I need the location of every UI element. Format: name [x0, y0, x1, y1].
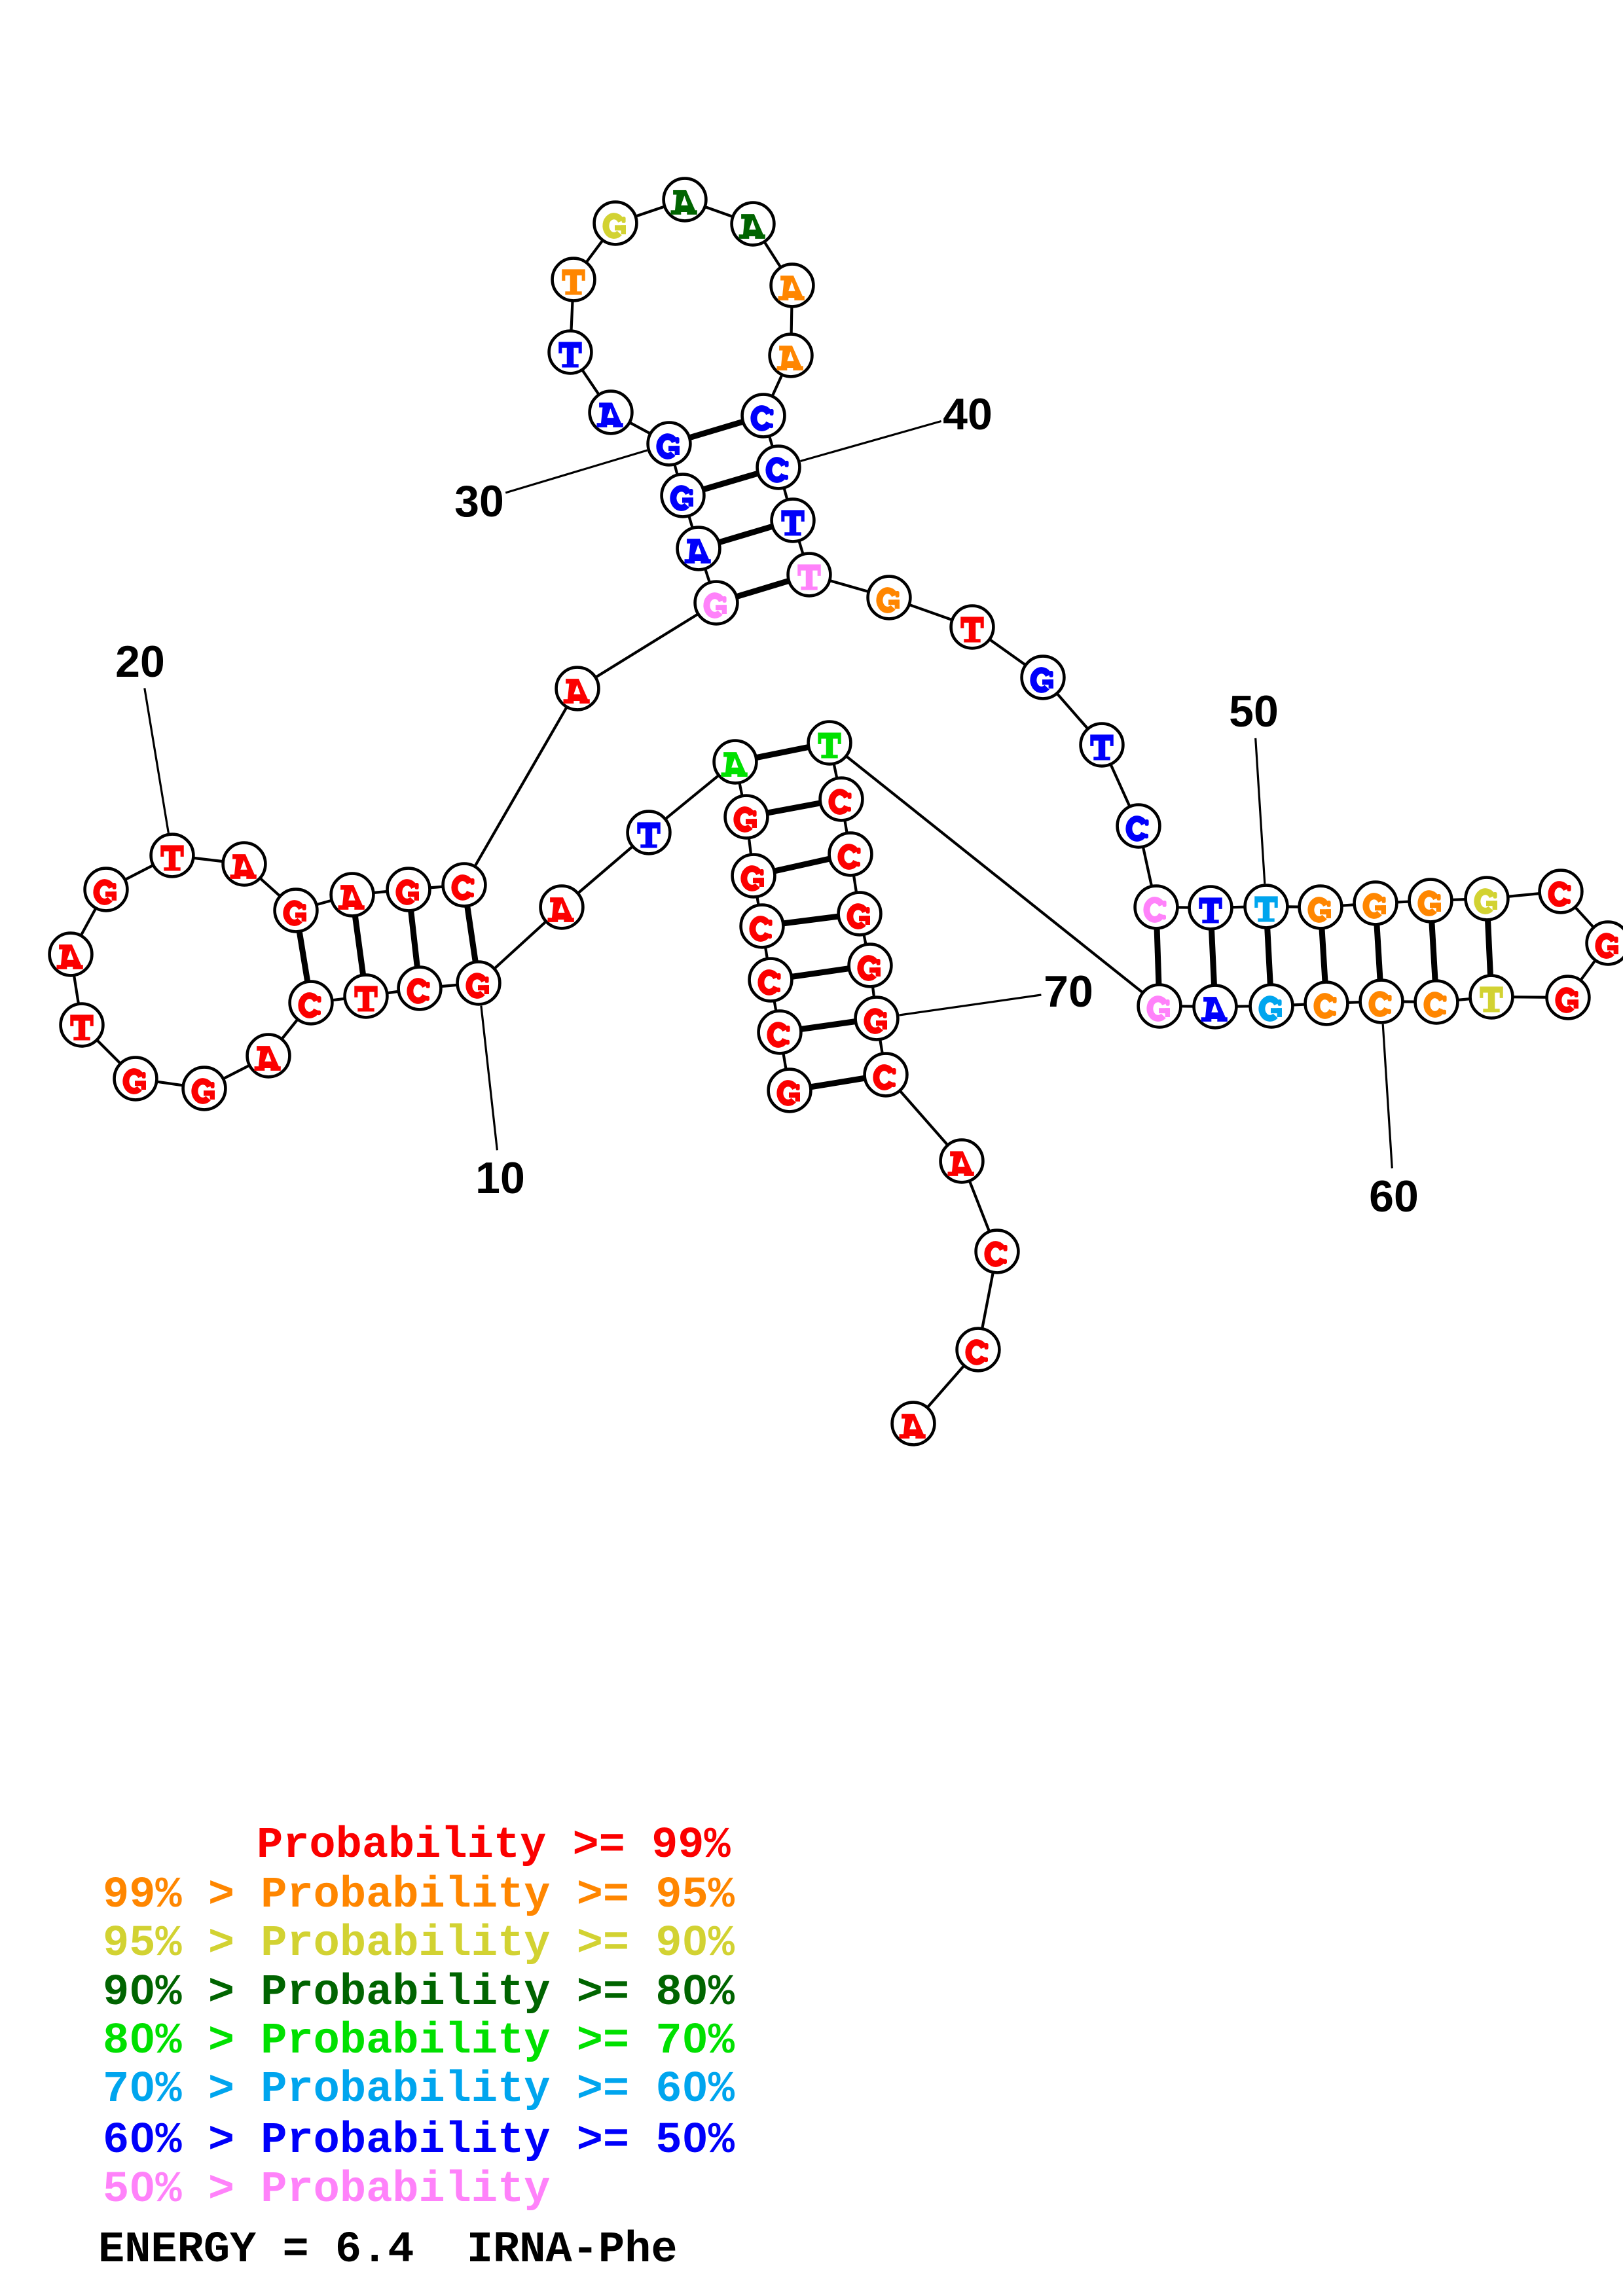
svg-text:90% > Probability >= 80%: 90% > Probability >= 80%: [103, 1968, 735, 2018]
svg-text:ENERGY = 6.4 IRNA-Phe: ENERGY = 6.4 IRNA-Phe: [98, 2225, 678, 2275]
svg-text:60% > Probability >= 50%: 60% > Probability >= 50%: [103, 2116, 735, 2166]
svg-text:20: 20: [115, 637, 165, 687]
svg-text:10: 10: [475, 1153, 525, 1203]
svg-text:70: 70: [1044, 967, 1093, 1016]
svg-text:50% > Probability: 50% > Probability: [103, 2165, 551, 2215]
svg-text:70% > Probability >= 60%: 70% > Probability >= 60%: [103, 2065, 735, 2115]
svg-text:Probability >= 99%: Probability >= 99%: [257, 1821, 731, 1871]
svg-text:50: 50: [1229, 687, 1279, 736]
svg-text:95% > Probability >= 90%: 95% > Probability >= 90%: [103, 1919, 735, 1969]
svg-text:30: 30: [454, 476, 504, 526]
svg-text:60: 60: [1369, 1172, 1419, 1221]
svg-text:40: 40: [943, 389, 993, 439]
svg-text:99% > Probability >= 95%: 99% > Probability >= 95%: [103, 1871, 735, 1920]
svg-text:80% > Probability >= 70%: 80% > Probability >= 70%: [103, 2017, 735, 2066]
